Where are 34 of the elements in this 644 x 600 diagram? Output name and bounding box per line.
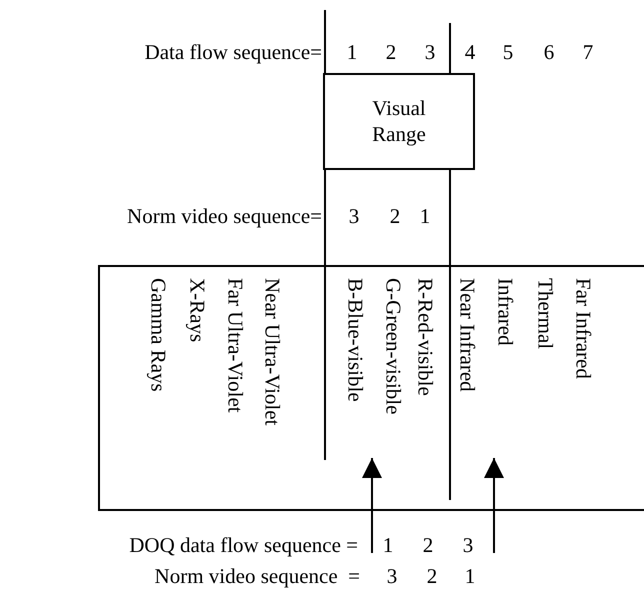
sequence-number: 2	[422, 535, 434, 556]
sequence-number: 1	[346, 42, 358, 63]
sequence-label: Norm video sequence =	[154, 566, 360, 587]
spectrum-band-label: X-Rays	[186, 278, 208, 342]
process-box	[323, 73, 475, 170]
spectrum-band-label: B-Blue-visible	[344, 278, 366, 402]
spectrum-band-label: Near Infrared	[456, 278, 478, 392]
sequence-number: 1	[420, 206, 430, 227]
sequence-number: 4	[464, 42, 476, 63]
spectrum-band-label: Gamma Rays	[148, 278, 168, 392]
sequence-number: 5	[502, 42, 514, 63]
sequence-number: 6	[544, 42, 554, 63]
spectrum-band-label: Far Infrared	[572, 278, 594, 379]
spectrum-band-label: G-Green-visible	[382, 278, 404, 414]
spectrum-band-label: Far Ultra-Violet	[224, 278, 246, 413]
sequence-number: 3	[348, 206, 360, 227]
spectrum-band-label: R-Red-visible	[414, 278, 436, 396]
panel-box	[98, 265, 644, 511]
sequence-number: 1	[464, 566, 476, 587]
spectrum-band-label: Thermal	[534, 278, 556, 350]
sequence-number: 7	[582, 42, 594, 63]
sequence-number: 3	[386, 566, 398, 587]
sequence-number: 2	[390, 206, 400, 227]
sequence-number: 3	[462, 535, 474, 556]
sequence-label: Norm video sequence=	[127, 206, 322, 227]
sequence-number: 1	[382, 535, 394, 556]
sequence-number: 2	[386, 42, 396, 63]
sequence-label: Data flow sequence=	[144, 42, 322, 63]
spectrum-band-label: Infrared	[494, 278, 516, 346]
spectrum-band-label: Near Ultra-Violet	[262, 278, 282, 426]
sequence-number: 2	[426, 566, 438, 587]
box-label: Visual Range	[371, 96, 427, 147]
sequence-number: 3	[424, 42, 436, 63]
sequence-label: DOQ data flow sequence =	[129, 535, 358, 556]
